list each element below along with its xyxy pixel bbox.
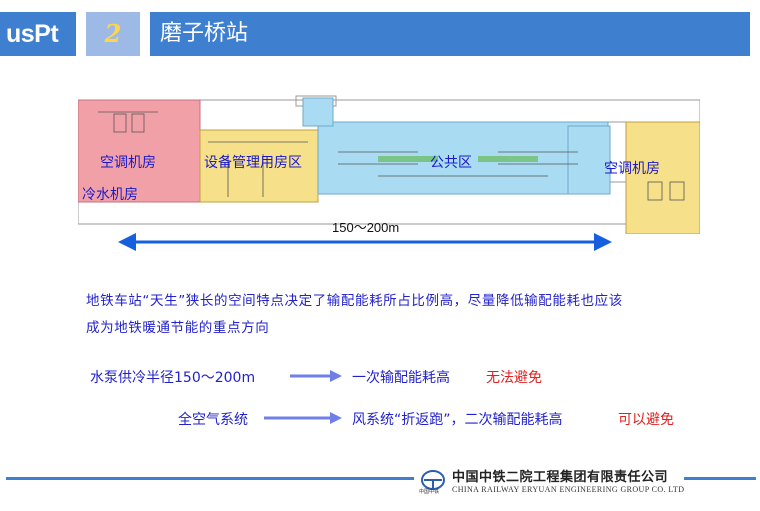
zone-label-chiller: 冷水机房	[82, 187, 138, 203]
title-bar: 磨子桥站	[150, 12, 750, 56]
emblem-label: 中国中铁	[419, 489, 440, 495]
page-title: 磨子桥站	[160, 21, 249, 46]
right-arrow-icon	[264, 412, 342, 424]
row-2-left: 全空气系统	[178, 412, 248, 428]
footer-divider	[6, 477, 414, 480]
row-1-middle: 一次输配能耗高	[352, 370, 450, 386]
station-floor-plan: 空调机房 冷水机房 设备管理用房区 公共区 空调机房	[78, 92, 700, 234]
zone-label-public: 公共区	[430, 155, 472, 171]
zone-label-ac-right: 空调机房	[604, 161, 660, 177]
body-paragraph: 地铁车站“天生”狭长的空间特点决定了输配能耗所占比例高，尽量降低输配能耗也应该 …	[86, 288, 726, 342]
right-arrow-icon	[290, 370, 342, 382]
company-emblem-icon	[421, 470, 445, 490]
row-2-middle: 风系统“折返跑”，二次输配能耗高	[352, 412, 563, 428]
brand-logo: usPt	[0, 12, 76, 56]
dimension-arrow	[118, 233, 612, 251]
zone-label-equipment: 设备管理用房区	[204, 155, 302, 171]
zone-label-ac-left: 空调机房	[100, 155, 156, 171]
slide-header: usPt 2 磨子桥站	[0, 12, 760, 56]
section-number: 2	[86, 12, 140, 56]
row-1-right: 无法避免	[486, 370, 542, 386]
company-name-en: CHINA RAILWAY ERYUAN ENGINEERING GROUP C…	[452, 485, 685, 494]
company-name-cn: 中国中铁二院工程集团有限责任公司	[452, 470, 669, 485]
dimension-label: 150～200m	[332, 220, 400, 235]
row-1-left: 水泵供冷半径150～200m	[90, 370, 256, 386]
paragraph-line-2: 成为地铁暖通节能的重点方向	[86, 320, 270, 336]
row-2-right: 可以避免	[618, 412, 674, 428]
paragraph-line-1: 地铁车站“天生”狭长的空间特点决定了输配能耗所占比例高，尽量降低输配能耗也应该	[86, 293, 623, 309]
footer-divider-right	[684, 477, 756, 480]
floor-plan-drawing	[78, 95, 700, 234]
